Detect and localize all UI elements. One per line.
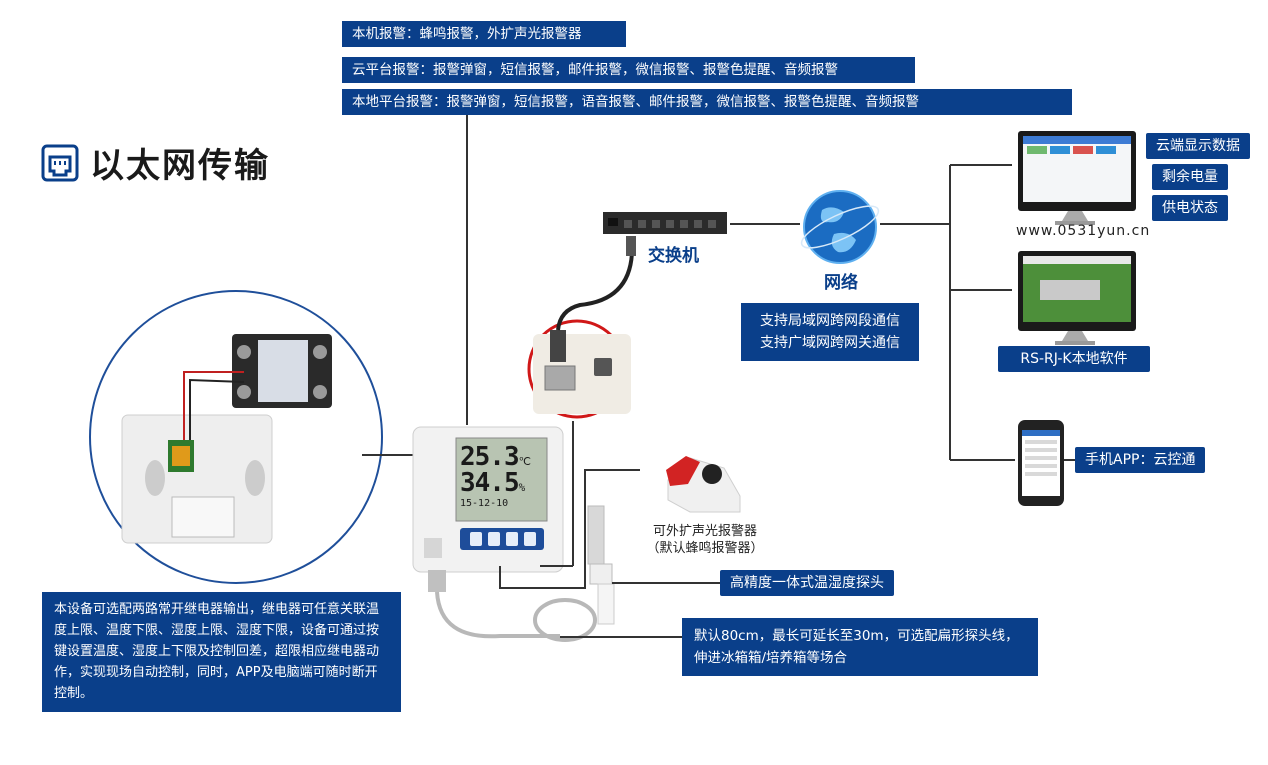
relay-magnified-view xyxy=(89,290,383,584)
buzzer-caption-line1: 可外扩声光报警器 xyxy=(652,524,757,539)
cloud-display-tag: 云端显示数据 xyxy=(1146,133,1250,159)
local-software-monitor xyxy=(1018,251,1136,345)
network-switch xyxy=(603,212,727,256)
local-platform-alarm-bar: 本地平台报警：报警弹窗，短信报警，语音报警、邮件报警，微信报警、报警色提醒、音频… xyxy=(342,89,1072,115)
lcd-temperature: 25.3 xyxy=(460,442,520,472)
ethernet-port-magnified xyxy=(527,319,631,419)
page-heading: 以太网传输 xyxy=(40,138,270,187)
cable-note: 默认80cm，最长可延长至30m，可选配扁形探头线，伸进冰箱箱/培养箱等场合 xyxy=(682,618,1038,676)
lcd-humidity: 34.5 xyxy=(460,468,520,498)
buzzer-caption: 可外扩声光报警器 （默认蜂鸣报警器） xyxy=(640,523,770,557)
power-status-tag: 供电状态 xyxy=(1152,195,1228,221)
cable-note-connector xyxy=(560,636,682,638)
probe-tag: 高精度一体式温湿度探头 xyxy=(720,570,894,596)
globe-icon xyxy=(800,190,880,264)
relay-note: 本设备可选配两路常开继电器输出，继电器可任意关联温度上限、温度下限、湿度上限、湿… xyxy=(42,592,401,712)
local-alarm-bar: 本机报警：蜂鸣报警，外扩声光报警器 xyxy=(342,21,626,47)
mobile-phone xyxy=(1018,420,1064,506)
lcd-humidity-unit: % xyxy=(518,481,526,494)
network-label: 网络 xyxy=(824,273,858,293)
battery-level-tag: 剩余电量 xyxy=(1152,164,1228,190)
lcd-date: 15-12-10 xyxy=(460,498,509,509)
temperature-humidity-recorder xyxy=(412,426,564,592)
sound-light-alarm xyxy=(666,456,741,513)
cloud-alarm-bar: 云平台报警：报警弹窗，短信报警，邮件报警，微信报警、报警色提醒、音频报警 xyxy=(342,57,915,83)
page-title: 以太网传输 xyxy=(90,146,270,186)
buzzer-caption-line2: （默认蜂鸣报警器） xyxy=(646,541,764,556)
ethernet-port-icon xyxy=(41,144,79,181)
alarm-connector-line xyxy=(466,115,468,425)
website-caption: www.0531yun.cn xyxy=(1016,223,1151,239)
temperature-humidity-probe xyxy=(587,505,615,625)
lcd-display: 25.3 ℃ 34.5 % 15-12-10 xyxy=(460,442,546,518)
network-support-note: 支持局域网跨网段通信 支持广域网跨网关通信 xyxy=(741,303,919,361)
cloud-monitor xyxy=(1018,131,1136,225)
local-software-tag: RS-RJ-K本地软件 xyxy=(998,346,1150,372)
mobile-app-tag: 手机APP：云控通 xyxy=(1075,447,1206,473)
switch-label: 交换机 xyxy=(648,246,699,266)
lcd-temperature-unit: ℃ xyxy=(518,455,531,468)
